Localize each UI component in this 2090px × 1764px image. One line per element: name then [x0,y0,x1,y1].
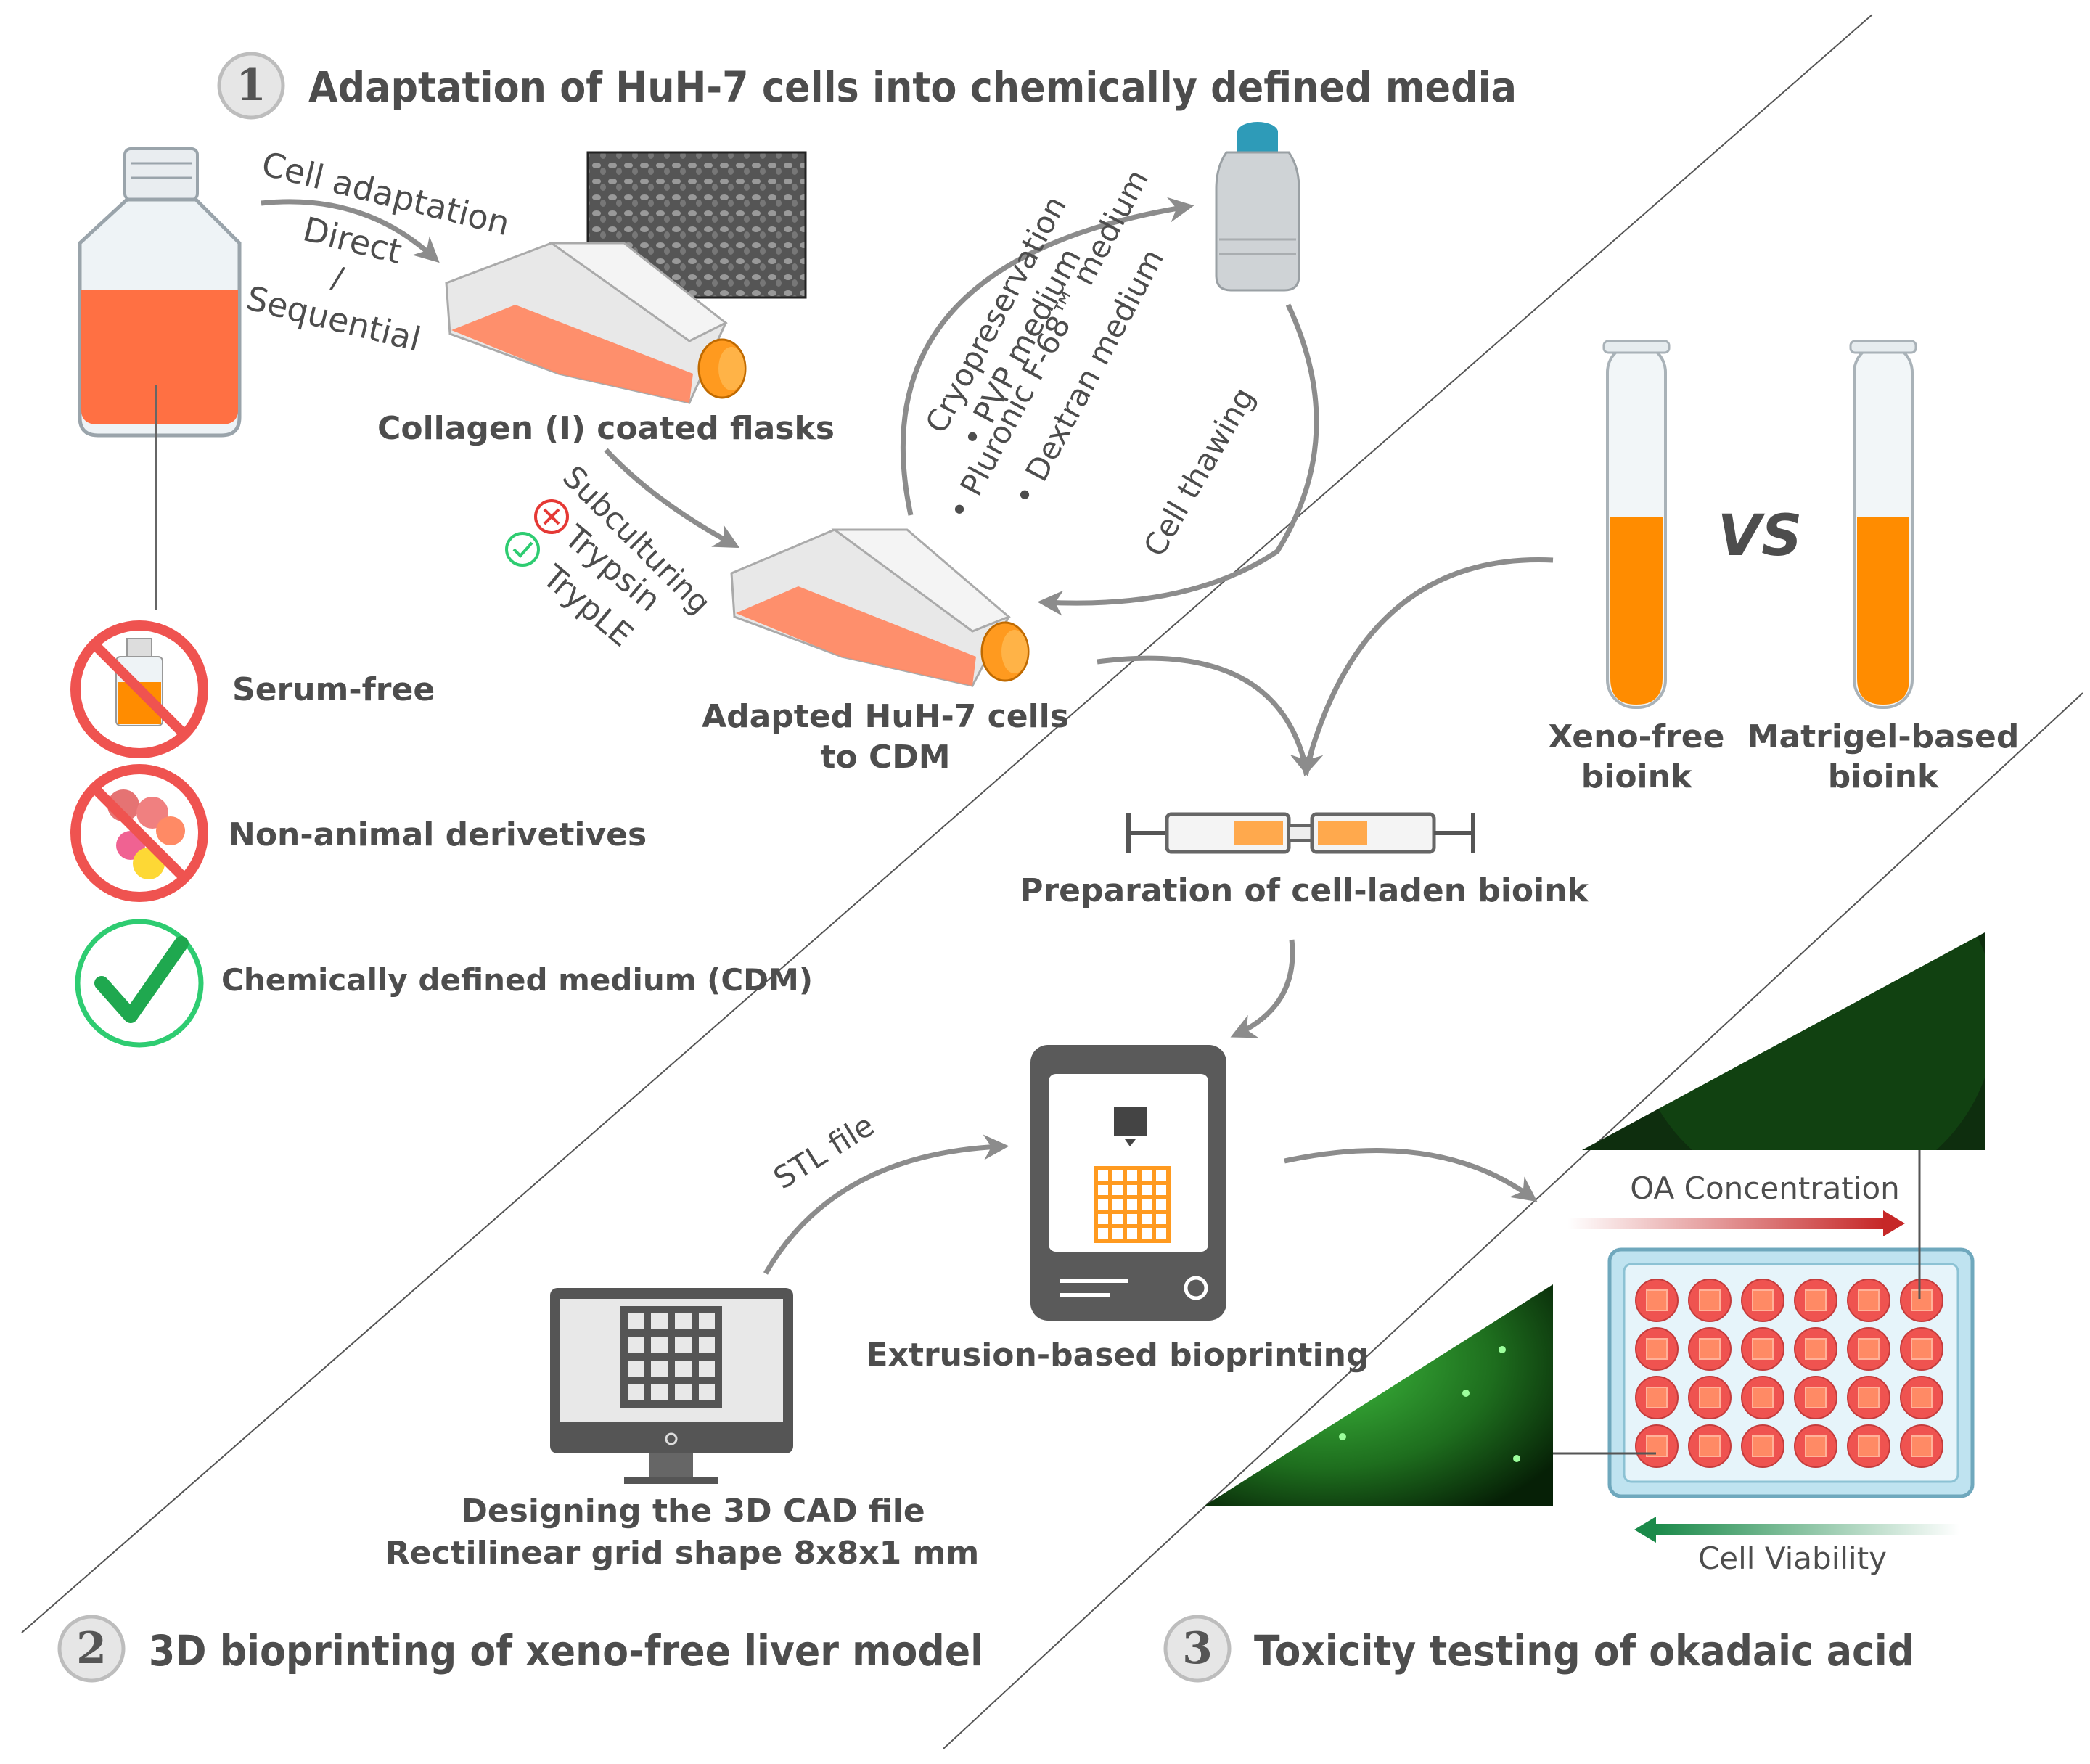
matrigel-line2: bioink [1828,758,1940,795]
well-scaffold [1646,1387,1668,1408]
well-scaffold [1805,1387,1827,1408]
cdm-label: Chemically defined medium (CDM) [221,962,813,998]
non-animal-label: Non-animal derivetives [229,816,647,853]
cryo-container-icon [1215,122,1300,292]
stl-file-label: STL file [767,1107,880,1197]
well-scaffold [1911,1387,1933,1408]
preparation-label: Preparation of cell-laden bioink [1020,872,1589,909]
bioink-arrow-tubes [1298,557,1554,777]
bioprinter-icon [1030,1045,1226,1321]
well-scaffold [1646,1435,1668,1457]
well-scaffold [1752,1338,1774,1360]
direct-label: Direct [299,209,406,271]
well-scaffold [1699,1387,1721,1408]
cad-line2: Rectilinear grid shape 8x8x1 mm [385,1535,980,1572]
bottom-fluorescence-micrograph [1205,1284,1553,1506]
oa-concentration-arrow [1568,1210,1905,1236]
bioink-arrow-cells [1097,655,1315,777]
vs-label: VS [1718,504,1803,569]
matrigel-tube-icon [1849,340,1917,709]
section-2-title: 3D bioprinting of xeno-free liver model [149,1626,983,1675]
well-scaffold [1752,1289,1774,1311]
section-1-number: 1 [236,60,266,111]
culture-flask-icon [445,242,747,404]
serum-free-prohibit-icon [70,620,208,758]
stl-arrow [763,1134,1009,1275]
well-scaffold [1911,1338,1933,1360]
well-scaffold [1699,1435,1721,1457]
well-scaffold [1805,1435,1827,1457]
cad-line1: Designing the 3D CAD file [461,1493,925,1530]
medium-bottle-icon [78,147,242,610]
cell-viability-arrow [1634,1517,1959,1543]
extrusion-label: Extrusion-based bioprinting [866,1337,1369,1374]
section-1-title: Adaptation of HuH-7 cells into chemicall… [308,62,1517,112]
serum-free-label: Serum-free [232,671,435,708]
cell-viability-label: Cell Viability [1698,1541,1887,1576]
well-scaffold [1646,1289,1668,1311]
24-well-plate-icon [1607,1247,1975,1498]
checkmark-icon [75,919,204,1048]
well-scaffold [1805,1338,1827,1360]
cell-micrograph [586,151,807,299]
subculturing-arrow [604,448,740,549]
to-printer-arrow [1230,939,1295,1038]
well-scaffold [1699,1338,1721,1360]
tryple-accept-icon [505,532,540,567]
to-testing-arrow [1284,1148,1538,1202]
cell-thawing-arrow [1037,303,1319,616]
well-scaffold [1752,1387,1774,1408]
oa-concentration-label: OA Concentration [1630,1170,1900,1206]
xeno-free-line1: Xeno-free [1549,718,1725,755]
adaptation-arrow [261,199,440,263]
syringe-connector-icon [1126,812,1475,854]
section-3-header: 3 Toxicity testing of okadaic acid [1163,1615,1914,1683]
well-scaffold [1752,1435,1774,1457]
adapted-flask-icon [730,528,1030,687]
well-scaffold [1858,1289,1880,1311]
divider-line-1 [21,14,1873,1633]
cell-thawing-label: Cell thawing [1136,381,1261,562]
adapted-line2: to CDM [820,739,950,776]
divider-line-2 [943,692,2083,1749]
section-3-title: Toxicity testing of okadaic acid [1254,1626,1914,1675]
well-scaffold [1646,1338,1668,1360]
non-animal-prohibit-icon [70,764,208,902]
section-1-header: 1 Adaptation of HuH-7 cells into chemica… [217,52,1517,120]
matrigel-line1: Matrigel-based [1747,718,2020,755]
well-scaffold [1699,1289,1721,1311]
well-scaffold [1858,1387,1880,1408]
collagen-flasks-label: Collagen (I) coated flasks [377,410,835,447]
trypsin-reject-icon [534,499,569,534]
xeno-free-tube-icon [1602,340,1671,709]
top-fluorescence-micrograph [1582,932,1985,1150]
adapted-line1: Adapted HuH-7 cells [702,698,1069,735]
well-scaffold [1805,1289,1827,1311]
well-scaffold [1858,1435,1880,1457]
cryopreservation-arrow [900,197,1194,516]
computer-monitor-icon [550,1288,793,1484]
section-3-number: 3 [1182,1623,1213,1674]
section-2-header: 2 3D bioprinting of xeno-free liver mode… [57,1615,983,1683]
xeno-free-line2: bioink [1581,758,1693,795]
well-scaffold [1858,1338,1880,1360]
section-2-number: 2 [76,1623,107,1674]
slash-label: / [329,259,348,296]
well-scaffold [1911,1435,1933,1457]
well-scaffold [1911,1289,1933,1311]
